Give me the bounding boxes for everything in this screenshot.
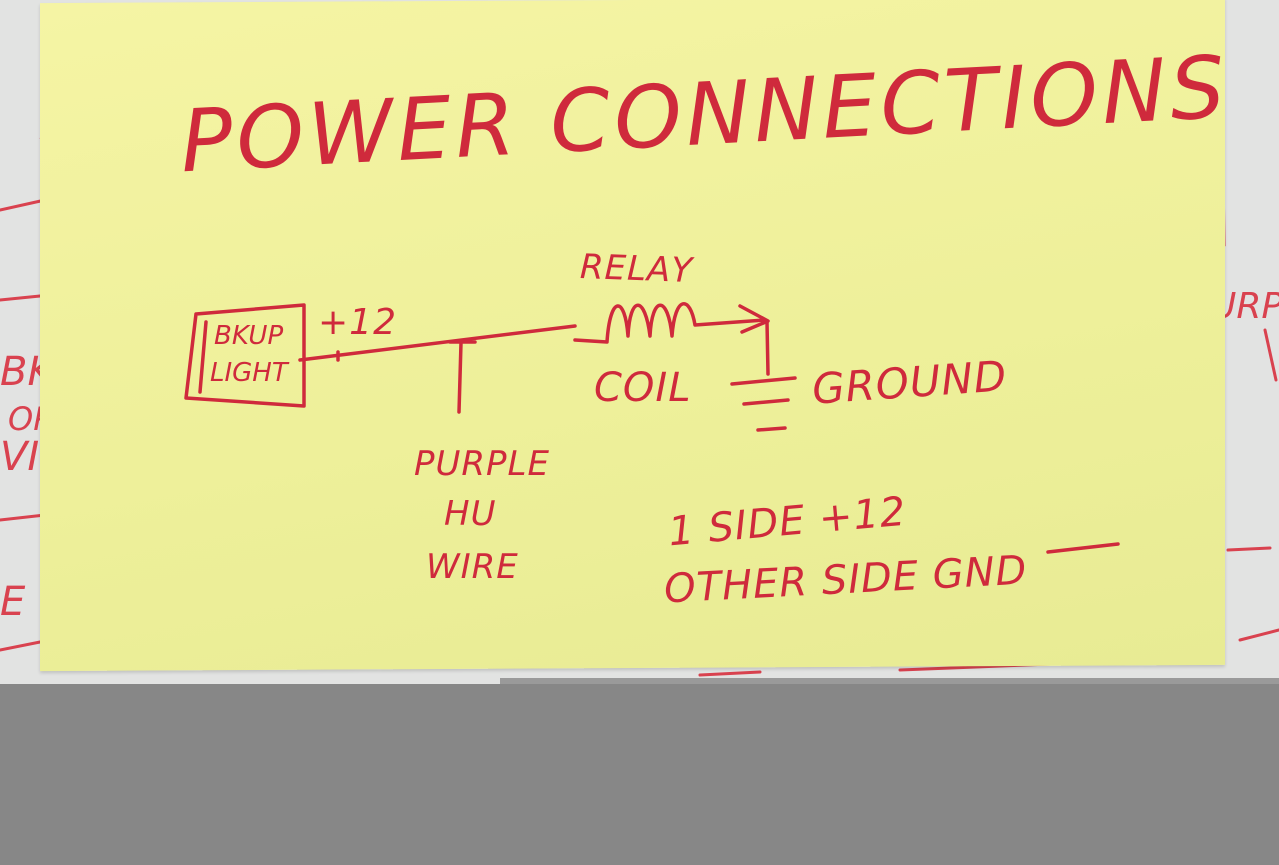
light-label: LIGHT [210, 358, 288, 388]
relay-label: RELAY [579, 247, 694, 291]
ground-symbol [730, 376, 797, 432]
backup-light-box [184, 303, 306, 408]
gray-redaction-band [0, 678, 1279, 865]
gray-band-lip [500, 678, 1279, 684]
plus12-label: +12 [318, 302, 397, 343]
main-wire [298, 324, 577, 362]
ground-wire [765, 320, 770, 376]
purple-label: PURPLE [414, 444, 550, 484]
bkup-label: BKUP [214, 321, 284, 351]
svg-text:VI: VI [0, 434, 39, 480]
wire-label: WIRE [426, 547, 519, 587]
svg-text:E: E [0, 579, 26, 625]
relay-coil [573, 302, 767, 344]
purple-wire-tap [448, 340, 477, 414]
coil-label: COIL [594, 365, 692, 411]
hu-label: HU [444, 494, 497, 534]
